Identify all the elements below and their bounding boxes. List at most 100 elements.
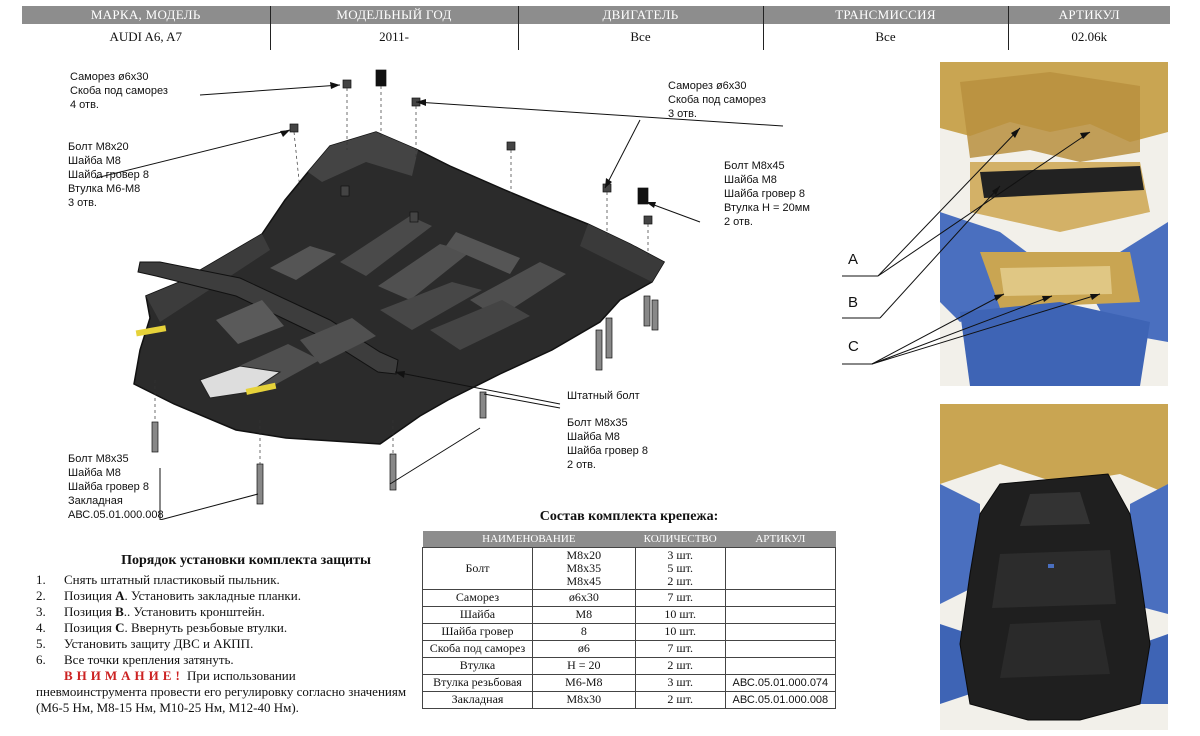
- step-number: 3.: [36, 604, 46, 619]
- kit-qty: 10 шт.: [634, 605, 726, 624]
- step-number: 6.: [36, 652, 46, 667]
- procedure-step: 5. Установить защиту ДВС и АКПП.: [36, 636, 436, 652]
- callout-line: Шайба M8: [724, 174, 777, 186]
- header-col-transmission: ТРАНСМИССИЯ: [762, 6, 1008, 24]
- callout-line: Болт M8x45: [724, 160, 785, 172]
- procedure-step: 3. Позиция В.. Установить кронштейн.: [36, 604, 436, 620]
- callout-line: Штатный болт: [567, 390, 640, 402]
- step-number: 5.: [36, 636, 46, 651]
- table-row: Болт M8x20 M8x35 M8x45 3 шт. 5 шт. 2 шт.: [422, 546, 837, 590]
- kit-qty: 3 шт.: [634, 673, 726, 692]
- bolt-size: M8x35: [566, 560, 602, 575]
- step-number: 2.: [36, 588, 46, 603]
- step-text: . Ввернуть резьбовые втулки.: [124, 620, 288, 635]
- kit-name: Втулка резьбовая: [422, 673, 533, 692]
- callout-top-right: Саморез ø6x30 Скоба под саморез 3 отв.: [668, 79, 766, 121]
- callout-line: Шайба гровер 8: [724, 188, 805, 200]
- bolt-size: M8x20: [566, 547, 602, 562]
- step-text: Позиция: [64, 604, 116, 619]
- position-leaders: [842, 127, 1101, 365]
- position-label-c: C: [848, 338, 859, 355]
- callout-line: 3 отв.: [668, 108, 697, 120]
- callout-std-bolt: Штатный болт: [567, 389, 640, 403]
- fastener-kit-table: НАИМЕНОВАНИЕ КОЛИЧЕСТВО АРТИКУЛ Болт M8x…: [422, 531, 837, 709]
- kit-qty: 7 шт.: [634, 639, 726, 658]
- kit-name: Саморез: [422, 588, 533, 607]
- kit-spec: M8: [532, 605, 636, 624]
- crossbar-bracket: [137, 261, 399, 375]
- step-text: . Установить закладные планки.: [124, 588, 301, 603]
- kit-qty: 7 шт.: [634, 588, 726, 607]
- warning-lead: При использовании: [187, 668, 296, 683]
- header-col-year: МОДЕЛЬНЫЙ ГОД: [269, 6, 518, 24]
- kit-qty: 10 шт.: [634, 622, 726, 641]
- callout-line: Втулка H = 20мм: [724, 202, 810, 214]
- procedure-title: Порядок установки комплекта защиты: [121, 553, 371, 568]
- kit-name: Скоба под саморез: [422, 639, 533, 658]
- callout-line: Шайба M8: [68, 467, 121, 479]
- position-label-a: A: [848, 251, 859, 268]
- header-values-row: AUDI A6, A7 2011- Все Все 02.06k: [22, 24, 1170, 50]
- chassis-photo-top: [940, 62, 1168, 386]
- callout-bottom-mid: Болт M8x35 Шайба M8 Шайба гровер 8 2 отв…: [567, 416, 648, 472]
- step-text: Все точки крепления затянуть.: [64, 652, 234, 667]
- step-text: Установить защиту ДВС и АКПП.: [64, 636, 254, 651]
- step-position: С: [115, 620, 125, 635]
- kit-title: Состав комплекта крепежа:: [539, 509, 719, 524]
- header-col-make: МАРКА, МОДЕЛЬ: [22, 6, 270, 24]
- callout-line: Болт M8x20: [68, 141, 129, 153]
- embedded-plate-a: [135, 325, 167, 337]
- model-year-value: 2011-: [269, 24, 518, 50]
- kit-article: [724, 639, 837, 658]
- kit-qty: 3 шт. 5 шт. 2 шт.: [634, 546, 726, 590]
- kit-spec: M8x30: [532, 690, 636, 709]
- step-position: А: [115, 588, 125, 603]
- install-procedure: Порядок установки комплекта защиты 1.Сня…: [36, 553, 436, 716]
- bolt-qty: 5 шт.: [667, 560, 693, 575]
- procedure-step: 6. Все точки крепления затянуть.: [36, 652, 436, 668]
- kit-qty: 2 шт.: [634, 690, 726, 709]
- procedure-steps: 1.Снять штатный пластиковый пыльник. 2. П…: [36, 572, 436, 668]
- callout-line: 2 отв.: [724, 216, 753, 228]
- callout-line: Закладная: [68, 495, 123, 507]
- callout-line: Скоба под саморез: [668, 94, 766, 106]
- step-text: Позиция: [64, 588, 116, 603]
- callout-line: Саморез ø6x30: [668, 80, 747, 92]
- kit-col-name: НАИМЕНОВАНИЕ: [422, 531, 636, 547]
- position-label-b: B: [848, 294, 859, 311]
- callout-line: Шайба M8: [567, 431, 620, 443]
- callout-line: Болт M8x35: [68, 453, 129, 465]
- chassis-photo-installed: [940, 404, 1168, 730]
- kit-article: [724, 588, 837, 607]
- kit-article: АВС.05.01.000.074: [724, 673, 837, 692]
- make-model-value: AUDI A6, A7: [109, 29, 183, 44]
- callout-line: 4 отв.: [70, 99, 99, 111]
- bolt-qty: 2 шт.: [667, 573, 693, 588]
- kit-header-row: НАИМЕНОВАНИЕ КОЛИЧЕСТВО АРТИКУЛ: [422, 531, 836, 547]
- step-position: В: [115, 604, 124, 619]
- kit-spec: ø6: [532, 639, 636, 658]
- skid-plate-diagram: [95, 69, 784, 520]
- callout-right: Болт M8x45 Шайба M8 Шайба гровер 8 Втулк…: [724, 159, 810, 229]
- step-text: .. Установить кронштейн.: [123, 604, 265, 619]
- kit-spec: H = 20: [532, 656, 636, 675]
- callout-line: 2 отв.: [567, 459, 596, 471]
- embedded-plate-b: [245, 382, 277, 395]
- callout-line: Болт M8x35: [567, 417, 628, 429]
- kit-spec: M6-M8: [532, 673, 636, 692]
- engine-value: Все: [517, 24, 763, 50]
- procedure-step: 1.Снять штатный пластиковый пыльник.: [36, 572, 436, 588]
- callout-line: Шайба гровер 8: [68, 481, 149, 493]
- kit-article: АВС.05.01.000.008: [724, 690, 837, 709]
- kit-name: Закладная: [422, 690, 533, 709]
- kit-name: Болт: [422, 546, 533, 590]
- kit-article: [724, 605, 837, 624]
- kit-name: Втулка: [422, 656, 533, 675]
- warning-note: ВНИМАНИЕ! При использовании пневмоинстру…: [36, 668, 436, 716]
- callout-line: Саморез ø6x30: [70, 71, 149, 83]
- kit-spec: M8x20 M8x35 M8x45: [532, 546, 636, 590]
